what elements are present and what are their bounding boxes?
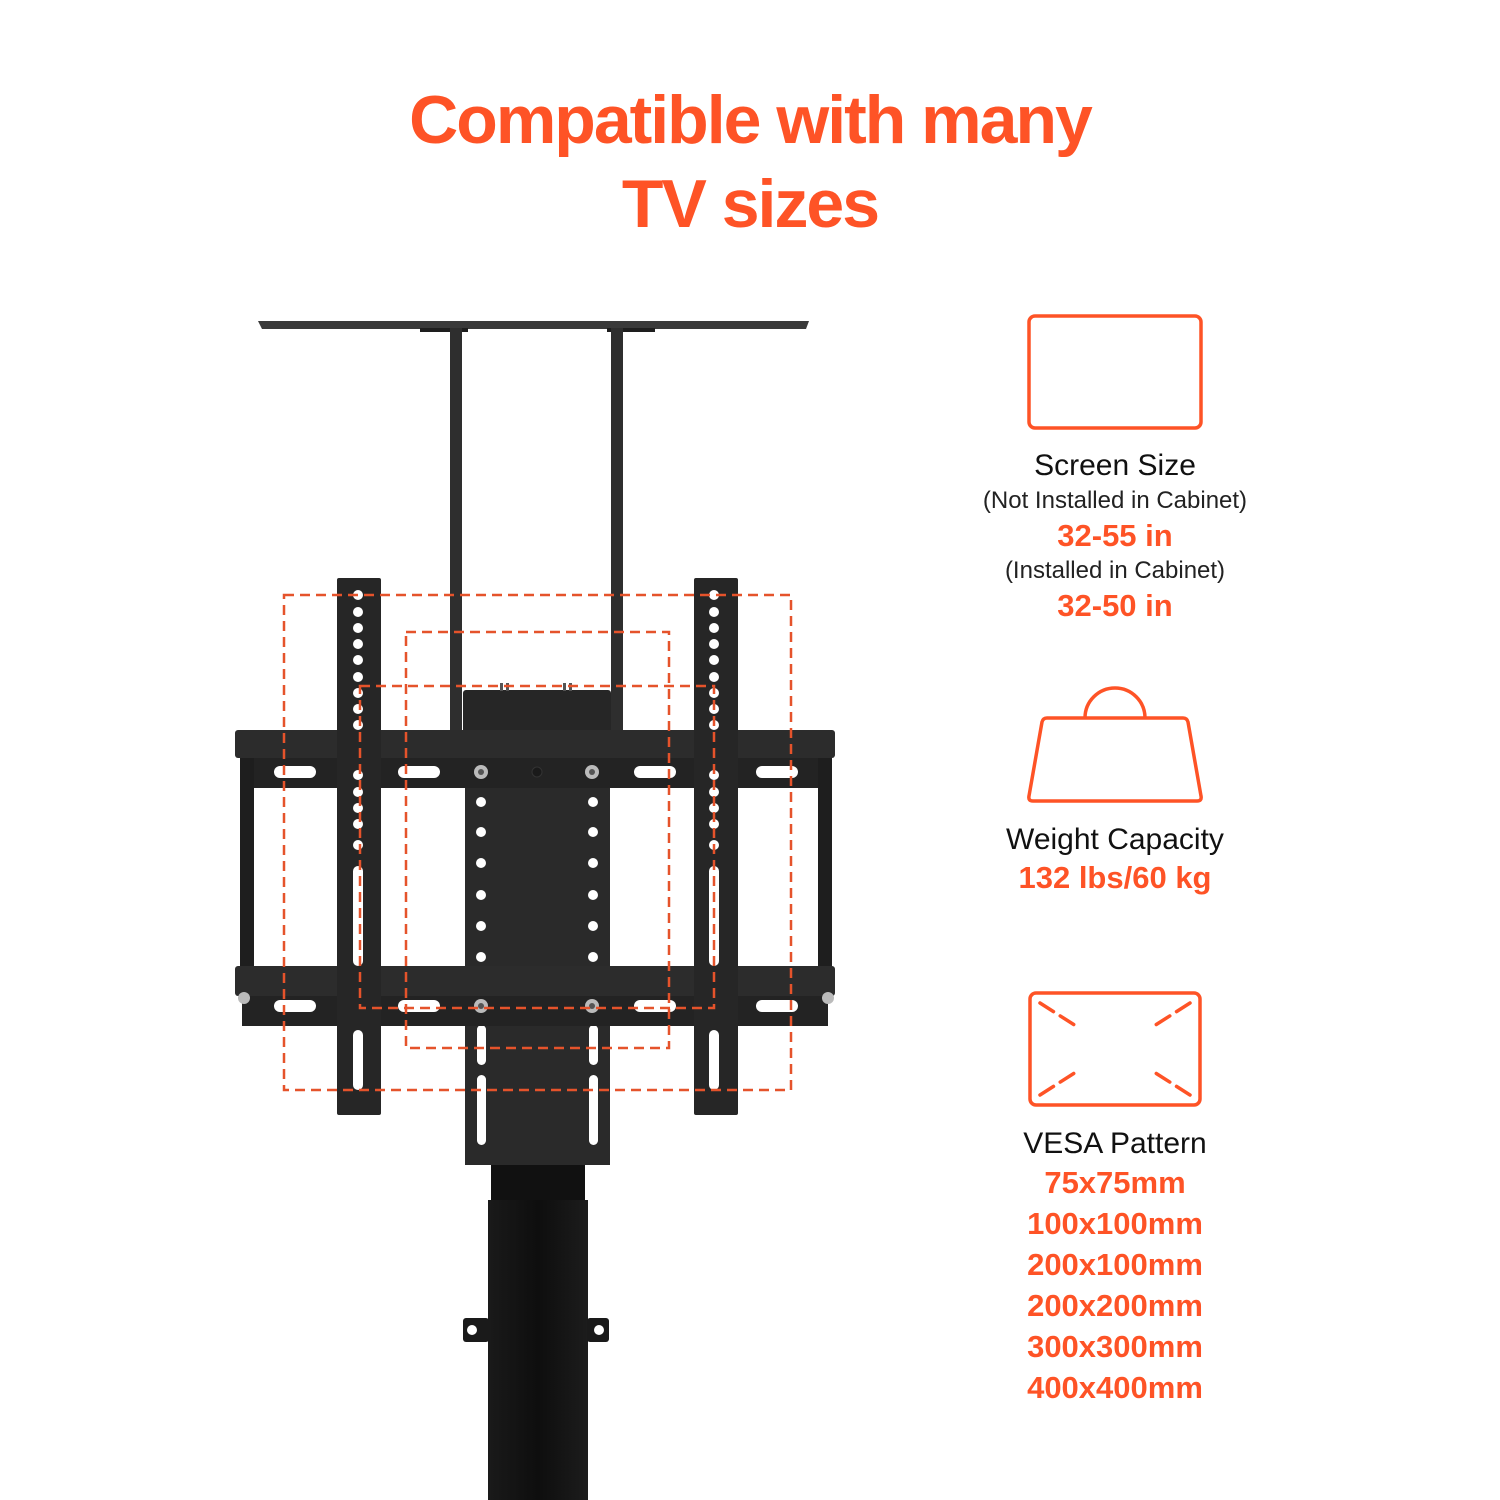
installed-value: 32-50 in — [1057, 588, 1173, 623]
vesa-overlay-inner — [358, 684, 716, 1010]
vesa-overlay-outer — [282, 593, 793, 1092]
installed-note: (Installed in Cabinet) — [1004, 557, 1226, 584]
spec-weight-capacity: Weight Capacity 132 lbs/60 kg — [915, 680, 1315, 910]
top-shelf — [258, 321, 809, 332]
lift-column — [463, 1160, 609, 1500]
shelf-post-right — [611, 328, 623, 738]
vesa-value-100: 100x100mm — [1027, 1206, 1203, 1241]
spec-screen-size: Screen Size (Not Installed in Cabinet) 3… — [915, 300, 1315, 630]
page-title: Compatible with many TV sizes — [0, 78, 1500, 246]
weight-icon — [1027, 686, 1203, 803]
not-installed-value: 32-55 in — [1057, 518, 1173, 553]
motor-housing — [463, 690, 611, 740]
weight-value: 132 lbs/60 kg — [1018, 860, 1212, 895]
vesa-value-300: 300x300mm — [1027, 1329, 1203, 1364]
vesa-value-75: 75x75mm — [1044, 1165, 1186, 1200]
not-installed-note: (Not Installed in Cabinet) — [982, 487, 1248, 514]
vesa-icon — [1028, 991, 1202, 1107]
vesa-value-200x100: 200x100mm — [1027, 1247, 1203, 1282]
screen-size-label: Screen Size — [1034, 449, 1196, 482]
vesa-value-400: 400x400mm — [1027, 1370, 1203, 1405]
spec-vesa-pattern: VESA Pattern 75x75mm 100x100mm 200x100mm… — [915, 988, 1315, 1418]
vesa-value-200: 200x200mm — [1027, 1288, 1203, 1323]
screen-icon — [1027, 314, 1203, 430]
horizontal-rail-top — [235, 730, 835, 788]
vesa-overlay-middle — [404, 630, 671, 1050]
vesa-label: VESA Pattern — [1023, 1127, 1207, 1160]
weight-label: Weight Capacity — [1006, 823, 1224, 856]
title-line-2: TV sizes — [621, 166, 880, 242]
horizontal-rail-bottom — [235, 966, 835, 1026]
vertical-arm-right — [694, 578, 738, 1115]
title-line-1: Compatible with many — [409, 82, 1093, 158]
shelf-post-left — [450, 328, 462, 738]
